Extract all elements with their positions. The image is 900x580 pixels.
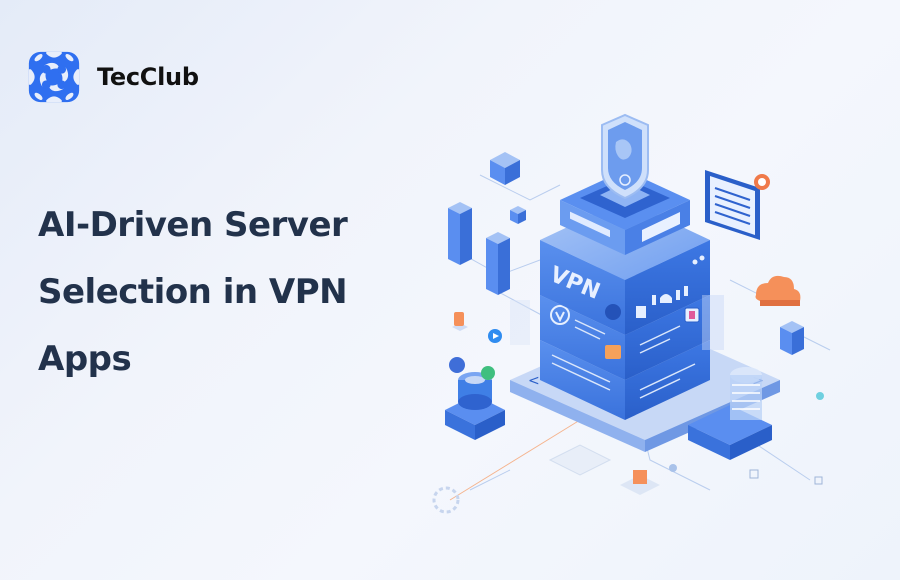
node-dot-icon <box>669 464 677 472</box>
dashboard-monitor-icon <box>705 170 770 240</box>
data-pillar-2 <box>486 232 510 295</box>
cube-outline-icon <box>749 469 759 479</box>
brand-name: TecClub <box>97 63 199 91</box>
brand-logo[interactable]: TecClub <box>25 48 199 106</box>
bottom-card <box>548 444 612 476</box>
vpn-server-illustration: < > VPN <box>432 113 831 514</box>
dot-icon <box>816 392 824 400</box>
small-cube-icon <box>510 206 526 224</box>
page-title: AI-Driven Server Selection in VPN Apps <box>38 192 398 393</box>
headline-line-1: AI-Driven Server <box>38 205 348 245</box>
cube-outline-icon-2 <box>814 476 823 485</box>
data-pillar-1 <box>448 202 472 265</box>
headline-line-3: Apps <box>38 339 132 379</box>
faded-rack <box>510 295 724 350</box>
tecclub-logo-icon <box>28 51 80 103</box>
orange-tag-icon <box>452 312 468 331</box>
shield-icon <box>600 113 650 207</box>
svg-text:<: < <box>528 373 540 389</box>
database-icon <box>445 372 505 440</box>
storage-box-icon <box>490 152 520 185</box>
chat-icon <box>481 366 495 380</box>
gear-icon <box>432 486 460 514</box>
mini-server-icon <box>780 321 804 355</box>
cloud-icon <box>755 275 801 306</box>
headline-line-2: Selection in VPN <box>38 272 348 312</box>
server-block-3 <box>540 340 710 420</box>
right-database-icon <box>688 367 772 460</box>
share-icon <box>449 357 465 373</box>
orange-box-icon <box>620 470 660 495</box>
